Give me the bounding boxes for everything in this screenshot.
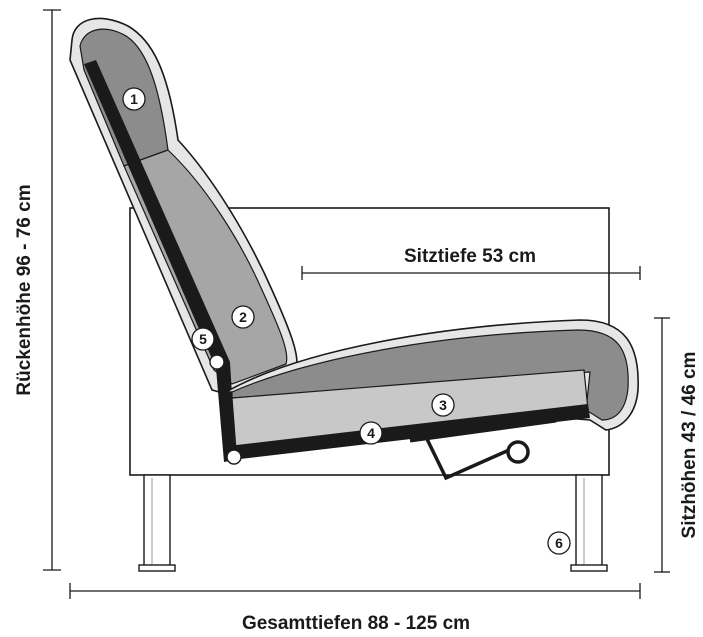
callout-2: 2 <box>231 305 255 329</box>
back-height-label: Rückenhöhe 96 - 76 cm <box>14 184 35 395</box>
seat-depth-label: Sitztiefe 53 cm <box>404 246 536 267</box>
callout-4: 4 <box>359 421 383 445</box>
pivot-joints <box>209 354 242 465</box>
total-depth-dimension-line <box>69 583 641 599</box>
backrest-frame-bar <box>84 60 236 462</box>
tilt-mechanism <box>409 417 557 481</box>
callout-5-number: 5 <box>199 331 207 347</box>
callout-2-number: 2 <box>239 309 247 325</box>
callout-5: 5 <box>191 327 215 351</box>
callout-3-number: 3 <box>439 397 447 413</box>
front-leg <box>138 474 176 572</box>
seat-top-cushion <box>231 329 629 421</box>
callout-3: 3 <box>431 393 455 417</box>
rear-leg <box>570 474 608 572</box>
callout-6: 6 <box>547 531 571 555</box>
back-height-dimension-line <box>43 9 61 571</box>
callout-1-number: 1 <box>130 91 138 107</box>
callout-1: 1 <box>122 87 146 111</box>
seat-height-label: Sitzhöhen 43 / 46 cm <box>679 352 700 539</box>
total-depth-label: Gesamttiefen 88 - 125 cm <box>242 613 470 634</box>
callout-4-number: 4 <box>367 425 375 441</box>
callout-6-number: 6 <box>555 535 563 551</box>
seat-height-dimension-line <box>654 317 670 573</box>
seat-frame-bar <box>228 404 590 460</box>
seat-depth-dimension-line <box>301 266 641 280</box>
